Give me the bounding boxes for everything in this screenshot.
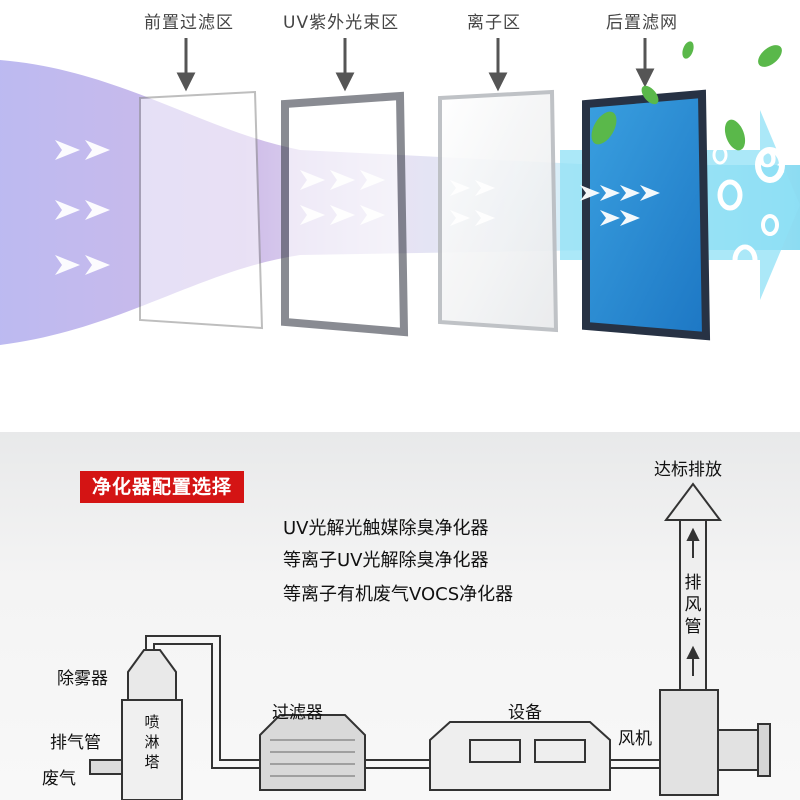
duct-1b	[153, 643, 260, 769]
air-chevrons	[55, 140, 660, 275]
fan-housing	[659, 689, 719, 796]
config-option-3: 等离子有机废气VOCS净化器	[283, 584, 514, 605]
duct-1	[145, 635, 260, 761]
leaf-icons	[591, 41, 782, 151]
filter-media-pattern	[270, 739, 355, 777]
label-filter: 过滤器	[272, 703, 323, 723]
ion-panel	[438, 89, 559, 333]
label-spray-tower: 喷淋塔	[144, 713, 160, 771]
label-waste-gas: 废气	[42, 769, 76, 789]
zone-label-prefilter: 前置过滤区	[144, 13, 234, 33]
label-discharge: 达标排放	[654, 460, 722, 480]
oxygen-bubbles	[712, 145, 785, 276]
config-selection-title: 净化器配置选择	[80, 471, 244, 503]
zone-label-uv: UV紫外光束区	[283, 13, 400, 33]
oxygen-label: O2	[758, 148, 786, 176]
demister-cap	[127, 649, 177, 701]
label-equipment: 设备	[508, 703, 542, 723]
post-filter-panel	[582, 89, 711, 341]
stack-flow-arrows	[686, 527, 700, 676]
label-demister: 除雾器	[57, 669, 108, 689]
zone-pointer-arrows	[176, 38, 655, 92]
equipment-door-1	[469, 739, 521, 763]
fan-flange	[757, 723, 771, 777]
filter-stages-panel: 前置过滤区 UV紫外光束区 离子区 后置滤网 O2	[0, 13, 800, 345]
spray-tower	[121, 699, 183, 800]
equipment-door-2	[534, 739, 586, 763]
config-option-2: 等离子UV光解除臭净化器	[283, 550, 489, 571]
label-exhaust-pipe: 排气管	[50, 733, 101, 753]
zone-label-postfilter: 后置滤网	[606, 13, 678, 33]
label-exhaust-duct: 排风管	[684, 573, 702, 637]
label-fan: 风机	[618, 729, 652, 749]
zone-label-ion: 离子区	[467, 13, 521, 33]
pre-filter-panel	[139, 90, 264, 330]
stack-top-arrow	[664, 482, 722, 521]
exhaust-pipe	[89, 759, 123, 775]
filter-stages-illustration	[0, 38, 800, 345]
fan-motor	[717, 729, 759, 771]
config-option-1: UV光解光触媒除臭净化器	[283, 518, 489, 539]
